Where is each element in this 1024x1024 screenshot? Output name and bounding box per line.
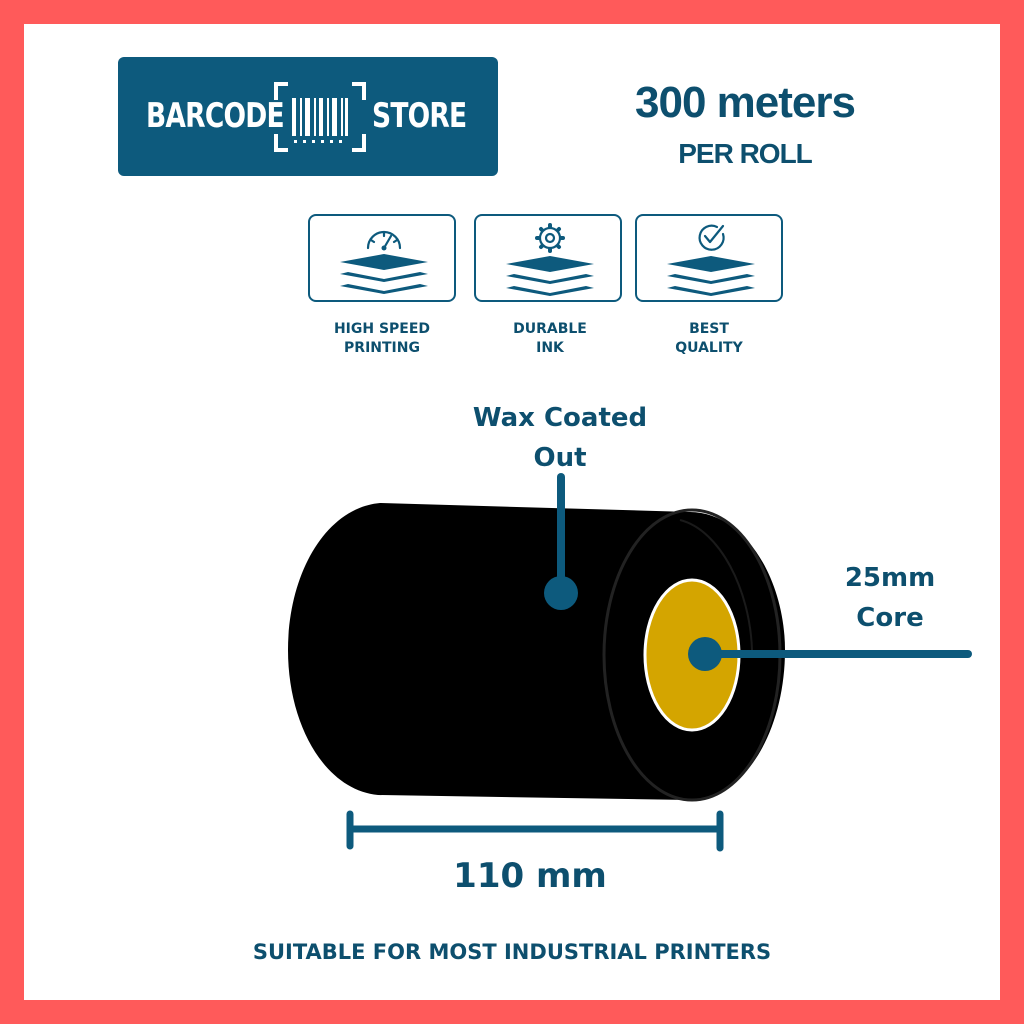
core-pointer-dot (688, 637, 722, 671)
checkmark-badge-icon (667, 224, 755, 296)
brand-left-word: BARCODE (146, 96, 285, 136)
width-label: 110 mm (453, 856, 607, 896)
feature-card-ink (474, 214, 622, 302)
feature-card-speed (308, 214, 456, 302)
feature-label-speed: HIGH SPEED PRINTING (333, 321, 431, 356)
coating-pointer-dot (544, 576, 578, 610)
speedometer-icon (340, 230, 428, 294)
feature-label-quality: BEST QUALITY (675, 321, 743, 356)
roll-length: 300 meters (635, 78, 856, 127)
roll-length-unit: PER ROLL (678, 138, 813, 169)
feature-card-quality (635, 214, 783, 302)
roll-edge-highlight (679, 519, 753, 651)
compatibility-note: SUITABLE FOR MOST INDUSTRIAL PRINTERS (252, 940, 772, 964)
coating-callout: Wax Coated Out (472, 403, 648, 473)
core-callout: 25mm Core (844, 563, 936, 633)
brand-right-word: STORE (372, 96, 467, 136)
barcode-brackets-icon (274, 82, 366, 152)
brand-logo: BARCODE STORE (118, 57, 498, 176)
feature-label-ink: DURABLE INK (513, 321, 587, 356)
gear-icon (506, 223, 594, 296)
roll-body (288, 503, 785, 800)
